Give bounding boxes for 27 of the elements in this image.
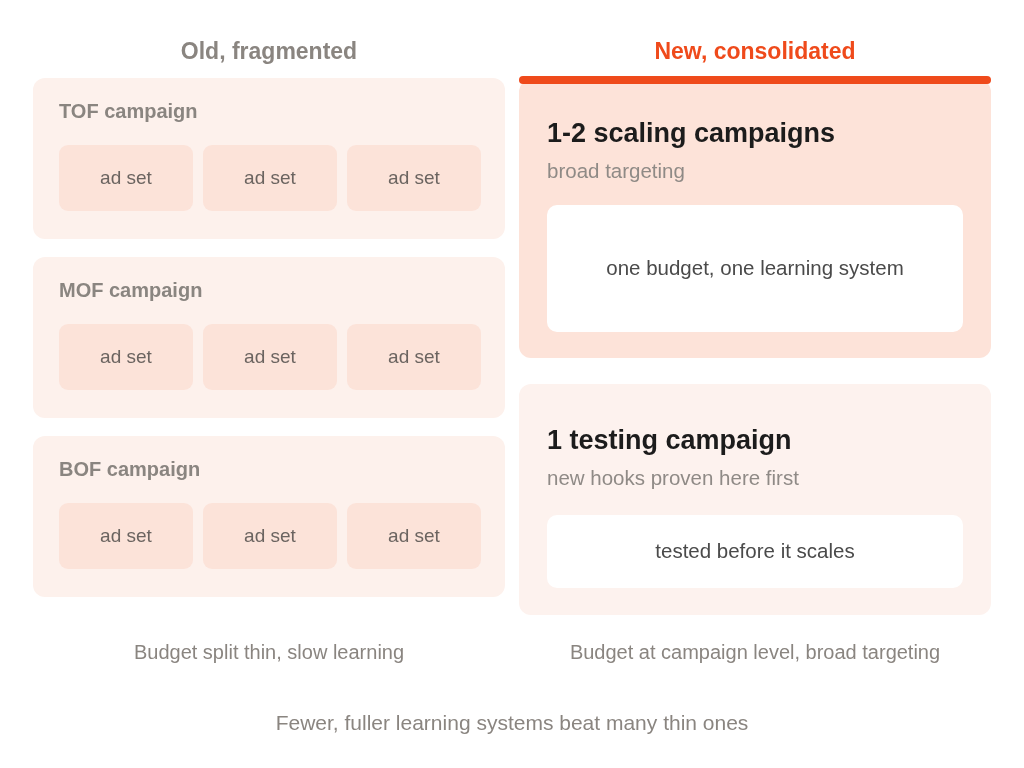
column-summary: Budget at campaign level, broad targeting <box>569 640 941 664</box>
column-heading: New, consolidated <box>654 38 856 66</box>
ad-set-label: ad set <box>244 524 296 548</box>
ad-set-label: ad set <box>388 166 440 190</box>
campaign-heading: BOF campaign <box>59 457 201 481</box>
campaign-panel <box>33 436 505 597</box>
campaign-title: 1 testing campaign <box>547 424 792 457</box>
ad-set-label: ad set <box>100 345 152 369</box>
caption: Fewer, fuller learning systems beat many thin ones <box>275 710 749 736</box>
campaign-subtitle: broad targeting <box>547 159 685 184</box>
campaign-panel <box>33 257 505 418</box>
ad-set-label: ad set <box>388 345 440 369</box>
campaign-heading: TOF campaign <box>59 99 198 123</box>
ad-set-label: ad set <box>244 345 296 369</box>
note-text: one budget, one learning system <box>606 256 904 281</box>
campaign-title: 1-2 scaling campaigns <box>547 117 836 150</box>
column-heading: Old, fragmented <box>180 38 358 66</box>
campaign-panel <box>33 78 505 239</box>
ad-set-label: ad set <box>100 166 152 190</box>
ad-set-label: ad set <box>244 166 296 190</box>
campaign-subtitle: new hooks proven here first <box>547 466 799 491</box>
note-card <box>547 205 963 332</box>
ad-set-label: ad set <box>100 524 152 548</box>
campaign-heading: MOF campaign <box>59 278 203 302</box>
column-summary: Budget split thin, slow learning <box>133 640 405 664</box>
note-text: tested before it scales <box>655 539 855 564</box>
ad-set-label: ad set <box>388 524 440 548</box>
